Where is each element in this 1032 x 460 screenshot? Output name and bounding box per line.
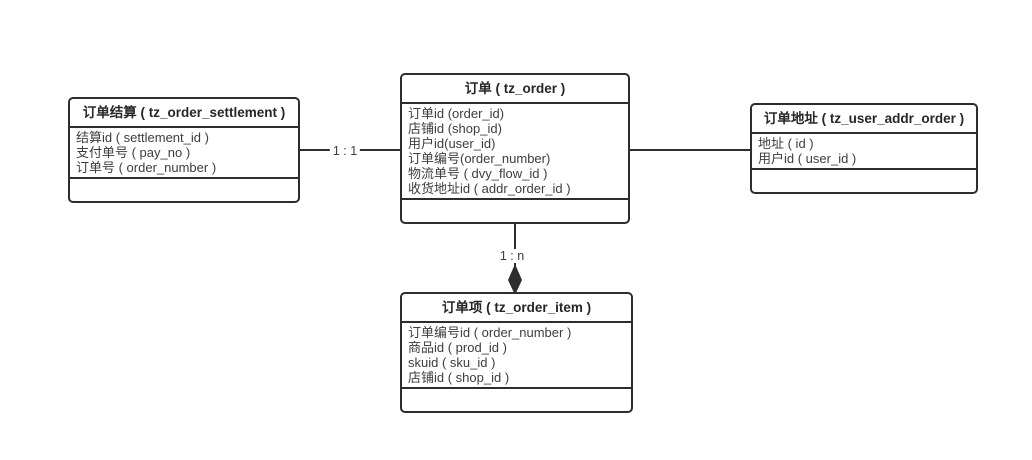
field-id: 地址 ( id ) [758,136,814,151]
field-order-number-id: 订单编号id ( order_number ) [408,325,572,340]
field-shop-id: 店铺id ( shop_id ) [408,370,510,385]
field-prod-id: 商品id ( prod_id ) [408,340,507,355]
entity-title: 订单 ( tz_order ) [402,75,628,104]
entity-empty-section [752,168,976,192]
field-addr-order-id: 收货地址id ( addr_order_id ) [408,181,571,196]
entity-empty-section [70,177,298,201]
entity-field-list: 结算id ( settlement_id ) 支付单号 ( pay_no ) 订… [70,128,298,177]
connector-label-1-n: 1 : n [496,249,528,263]
entity-tz-order-settlement: 订单结算 ( tz_order_settlement ) 结算id ( sett… [68,97,300,203]
connector-label-1-1: 1 : 1 [329,144,361,158]
entity-tz-order: 订单 ( tz_order ) 订单id (order_id) 店铺id (sh… [400,73,630,224]
field-dvy-flow-id: 物流单号 ( dvy_flow_id ) [408,166,548,181]
entity-field-list: 地址 ( id ) 用户id ( user_id ) [752,134,976,168]
entity-empty-section [402,387,631,411]
field-user-id: 用户id ( user_id ) [758,151,857,166]
field-shop-id: 店铺id (shop_id) [408,121,502,136]
entity-title: 订单项 ( tz_order_item ) [402,294,631,323]
field-pay-no: 支付单号 ( pay_no ) [76,145,191,160]
field-settlement-id: 结算id ( settlement_id ) [76,130,209,145]
entity-tz-user-addr-order: 订单地址 ( tz_user_addr_order ) 地址 ( id ) 用户… [750,103,978,194]
filled-diamond-arrowhead-icon [508,264,522,295]
field-sku-id: skuid ( sku_id ) [408,355,496,370]
entity-field-list: 订单编号id ( order_number ) 商品id ( prod_id )… [402,323,631,387]
entity-tz-order-item: 订单项 ( tz_order_item ) 订单编号id ( order_num… [400,292,633,413]
field-order-number: 订单号 ( order_number ) [76,160,217,175]
entity-empty-section [402,198,628,222]
entity-title: 订单地址 ( tz_user_addr_order ) [752,105,976,134]
field-order-id: 订单id (order_id) [408,106,505,121]
field-order-number: 订单编号(order_number) [408,151,551,166]
entity-field-list: 订单id (order_id) 店铺id (shop_id) 用户id(user… [402,104,628,198]
entity-title: 订单结算 ( tz_order_settlement ) [70,99,298,128]
field-user-id: 用户id(user_id) [408,136,496,151]
